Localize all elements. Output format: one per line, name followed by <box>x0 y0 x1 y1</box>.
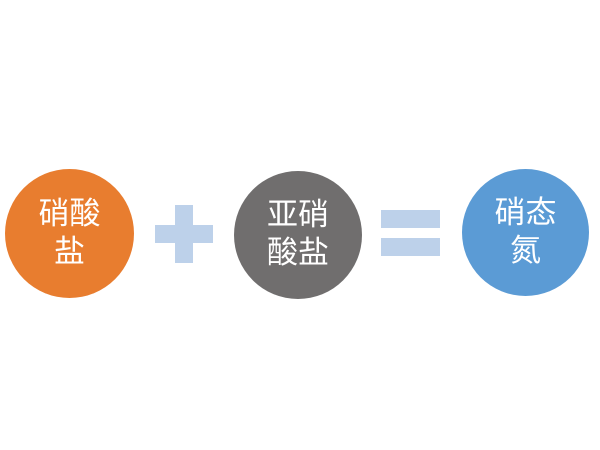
equals-icon-top-bar <box>381 210 440 228</box>
node-circle-nitrate: 硝酸 盐 <box>5 169 134 298</box>
node-label-nitrite: 亚硝 酸盐 <box>267 197 329 271</box>
node-circle-nitrate-nitrogen: 硝态 氮 <box>462 169 589 296</box>
plus-icon-vertical-bar <box>175 205 193 263</box>
equals-icon <box>381 210 440 256</box>
node-label-nitrate: 硝酸 盐 <box>38 195 101 270</box>
equals-icon-bottom-bar <box>381 238 440 256</box>
node-label-nitrate-nitrogen: 硝态 氮 <box>494 194 557 269</box>
node-circle-nitrite: 亚硝 酸盐 <box>234 171 362 299</box>
plus-icon <box>155 205 213 263</box>
